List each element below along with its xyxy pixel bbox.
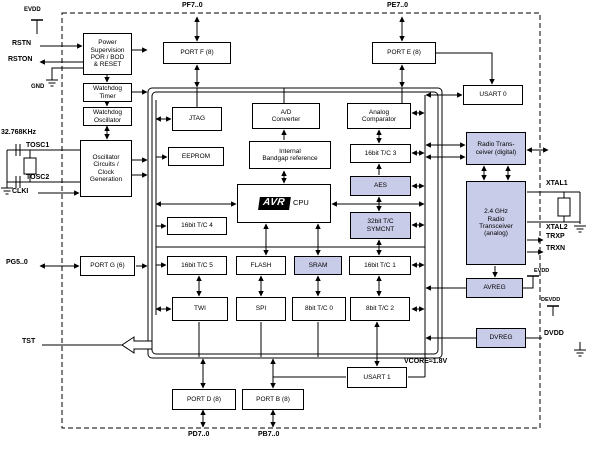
block-dvreg: DVREG (476, 328, 526, 348)
bus-block-arrow-icon (121, 336, 153, 354)
block-flash: FLASH (236, 256, 286, 275)
block-avreg: AVREG (466, 278, 523, 298)
pin-label-tst: TST (22, 338, 36, 345)
block-symbol-counter: 32bit T/C SYMCNT (350, 212, 411, 239)
block-oscillator-clock-generation: Oscillator Circuits / Clock Generation (80, 140, 132, 197)
capacitor-left-icon (15, 144, 21, 188)
cpu-label: CPU (293, 198, 309, 208)
block-port-g: PORT G (6) (80, 256, 135, 276)
block-radio-transceiver-digital: Radio Trans- ceiver (digital) (466, 132, 526, 165)
power-flag-devdd-icon (547, 305, 559, 316)
avr-logo: AVR (258, 197, 291, 210)
block-adc: A/D Converter (252, 103, 320, 129)
pin-label-trxp: TRXP (546, 233, 565, 240)
pin-label-pe7-0: PE7..0 (387, 2, 409, 9)
pin-label-pb7-0: PB7..0 (258, 431, 280, 438)
block-timer-counter-5: 16bit T/C 5 (167, 256, 227, 275)
ground-left-icon (1, 187, 13, 195)
pin-label-tosc1: TOSC1 (26, 142, 50, 149)
block-port-f: PORT F (8) (163, 42, 231, 64)
ground-bottom-right-icon (574, 342, 586, 357)
pin-label-tosc2: TOSC2 (26, 174, 50, 181)
block-twi: TWI (172, 297, 228, 321)
pin-label-evdd-right: EVDD (534, 268, 550, 274)
block-timer-counter-3: 16bit T/C 3 (350, 144, 411, 163)
pin-label-trxn: TRXN (546, 245, 566, 252)
pin-label-clki: CLKI (12, 188, 29, 195)
pin-label-rstn: RSTN (12, 40, 32, 47)
block-timer-counter-2: 8bit T/C 2 (350, 297, 410, 321)
block-usart1: USART 1 (347, 367, 407, 388)
block-analog-comparator: Analog Comparator (347, 103, 411, 129)
crystal-left-icon (23, 157, 37, 175)
pin-label-rston: RSTON (8, 56, 33, 63)
ground-right-crystal-icon (574, 225, 586, 233)
block-bandgap-reference: Internal Bandgap reference (249, 141, 331, 169)
mcu-core-boundary-outer (147, 87, 443, 359)
block-sram: SRAM (294, 256, 342, 275)
package-boundary (61, 12, 541, 429)
pin-label-pg5-0: PG5..0 (6, 259, 28, 266)
pin-label-pf7-0: PF7..0 (182, 2, 203, 9)
block-port-b: PORT B (8) (242, 389, 304, 410)
pin-label-xtal1: XTAL1 (546, 180, 568, 187)
mcu-core-boundary-inner (151, 91, 439, 355)
block-timer-counter-4: 16bit T/C 4 (167, 217, 227, 235)
label-32768khz: 32.768KHz (1, 129, 37, 136)
block-power-supervision: Power Supervision POR / BOD & RESET (83, 33, 132, 75)
block-aes: AES (350, 176, 411, 196)
ground-top-left-icon (46, 79, 58, 87)
block-watchdog-oscillator: Watchdog Oscillator (83, 107, 132, 126)
block-timer-counter-0: 8bit T/C 0 (292, 297, 346, 321)
pin-label-evdd-top: EVDD (24, 7, 41, 13)
block-usart0: USART 0 (463, 85, 523, 105)
block-watchdog-timer: Watchdog Timer (83, 83, 132, 102)
crystal-right-icon (557, 197, 571, 217)
block-eeprom: EEPROM (168, 147, 224, 166)
block-timer-counter-1: 16bit T/C 1 (349, 256, 411, 275)
block-port-d: PORT D (8) (172, 389, 236, 410)
block-jtag: JTAG (172, 107, 222, 131)
label-vcore: VCORE≈1.8V (404, 358, 448, 365)
block-spi: SPI (236, 297, 286, 321)
pin-label-gnd: GND (31, 84, 45, 90)
block-radio-transceiver-analog: 2.4 GHz Radio Transceiver (analog) (466, 181, 526, 265)
power-flag-evdd-top-icon (31, 19, 43, 34)
pin-label-devdd: DEVDD (541, 297, 561, 303)
pin-label-xtal2: XTAL2 (546, 224, 568, 231)
pin-label-pd7-0: PD7..0 (188, 431, 210, 438)
block-port-e: PORT E (8) (372, 42, 436, 64)
pin-label-dvdd: DVDD (544, 330, 564, 337)
